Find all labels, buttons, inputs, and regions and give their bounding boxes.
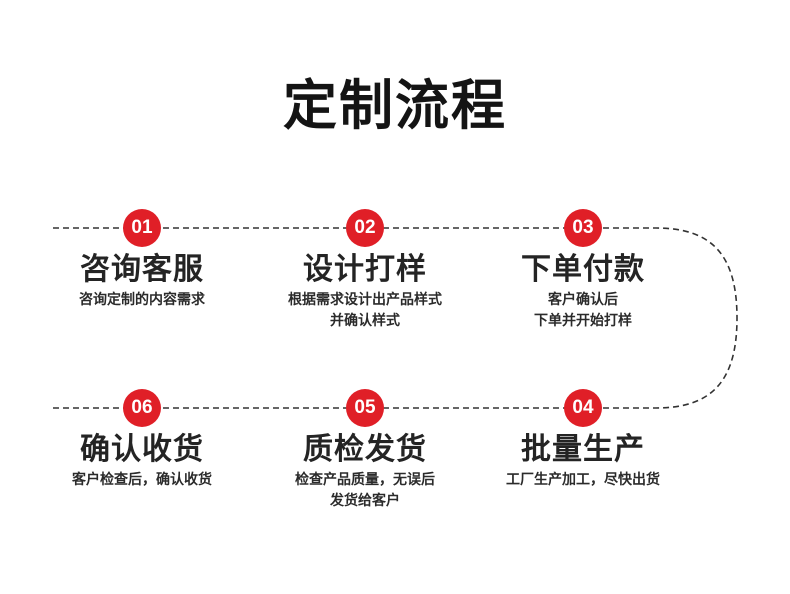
step-desc-06: 客户检查后，确认收货 (32, 469, 252, 490)
step-title-01: 咨询客服 (80, 253, 204, 286)
step-badge-02: 02 (346, 209, 384, 247)
step-desc-line: 工厂生产加工，尽快出货 (506, 471, 660, 487)
step-desc-line: 咨询定制的内容需求 (79, 291, 205, 307)
step-desc-line: 下单并开始打样 (534, 312, 632, 328)
step-desc-03: 客户确认后 下单并开始打样 (473, 289, 693, 331)
step-badge-01: 01 (123, 209, 161, 247)
step-title-02: 设计打样 (303, 253, 427, 286)
step-desc-line: 并确认样式 (330, 312, 400, 328)
step-desc-line: 根据需求设计出产品样式 (288, 291, 442, 307)
step-item-05: 质检发货 检查产品质量，无误后 发货给客户 (255, 431, 475, 511)
step-title-06: 确认收货 (80, 433, 204, 466)
step-desc-line: 客户确认后 (548, 291, 618, 307)
step-badge-04: 04 (564, 389, 602, 427)
step-item-06: 确认收货 客户检查后，确认收货 (32, 431, 252, 490)
step-badge-03: 03 (564, 209, 602, 247)
step-desc-line: 客户检查后，确认收货 (72, 471, 212, 487)
step-desc-04: 工厂生产加工，尽快出货 (473, 469, 693, 490)
step-item-03: 下单付款 客户确认后 下单并开始打样 (473, 251, 693, 331)
step-item-01: 咨询客服 咨询定制的内容需求 (32, 251, 252, 310)
step-desc-01: 咨询定制的内容需求 (32, 289, 252, 310)
step-desc-05: 检查产品质量，无误后 发货给客户 (255, 469, 475, 511)
step-badge-05: 05 (346, 389, 384, 427)
page-title: 定制流程 (283, 76, 507, 136)
step-title-05: 质检发货 (303, 433, 427, 466)
step-item-02: 设计打样 根据需求设计出产品样式 并确认样式 (255, 251, 475, 331)
step-item-04: 批量生产 工厂生产加工，尽快出货 (473, 431, 693, 490)
step-desc-line: 发货给客户 (330, 492, 400, 508)
step-title-04: 批量生产 (521, 433, 645, 466)
step-title-03: 下单付款 (521, 253, 645, 286)
step-desc-02: 根据需求设计出产品样式 并确认样式 (255, 289, 475, 331)
step-desc-line: 检查产品质量，无误后 (295, 471, 435, 487)
step-badge-06: 06 (123, 389, 161, 427)
